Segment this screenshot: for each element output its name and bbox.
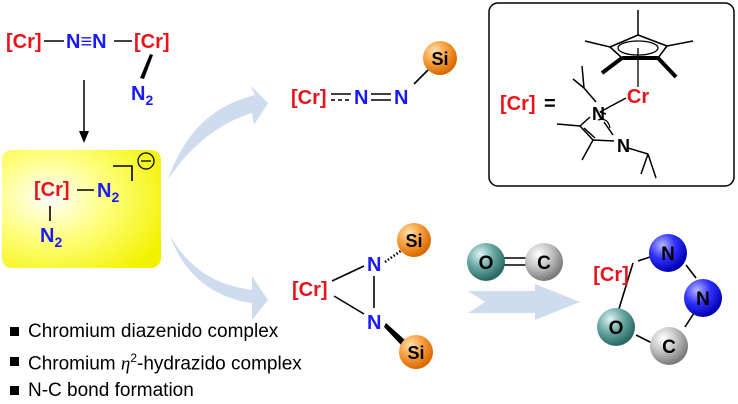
reaction-arrow — [468, 284, 580, 320]
c-label: C — [537, 253, 551, 274]
cr-label: [Cr] — [593, 264, 629, 286]
bullet-item: Chromium diazenido complex — [10, 318, 302, 345]
cr-label: [Cr] — [6, 31, 42, 53]
summary-bullet-list: Chromium diazenido complex Chromium η2-h… — [10, 318, 302, 404]
c-label: C — [662, 337, 676, 358]
n-label: N — [592, 104, 605, 124]
n-label: N — [617, 136, 630, 156]
highlight-box — [2, 150, 161, 268]
n2-label: N2 — [131, 83, 153, 108]
n-label: N — [367, 254, 381, 276]
cr-label: [Cr] — [292, 279, 328, 301]
bullet-item: Chromium η2-hydrazido complex — [10, 345, 302, 377]
cr-label: [Cr] — [291, 87, 327, 109]
down-arrow — [79, 80, 89, 143]
si-label: Si — [405, 231, 422, 251]
si-label: Si — [431, 49, 448, 69]
n-label: N — [354, 87, 368, 109]
n-label: N — [661, 244, 675, 265]
bullet-square-icon — [10, 356, 19, 366]
o-atom — [597, 308, 635, 346]
n-atom — [684, 279, 722, 317]
o-atom — [467, 243, 505, 281]
bullet-text: N-C bond formation — [28, 380, 194, 402]
curved-arrow-down — [170, 235, 268, 320]
hydrazido-complex: [Cr] N N Si Si — [292, 223, 433, 369]
anionic-complex-box: [Cr] N2 N2 — [2, 150, 161, 268]
dinitrogen-bridged-complex: [Cr] N≡N [Cr] N2 — [6, 31, 170, 108]
cr-definition-box: [Cr] = Cr N N — [488, 2, 735, 187]
c-atom — [650, 327, 688, 365]
n2-label: N2 — [97, 180, 119, 205]
hashed-bond — [384, 248, 403, 264]
curved-arrow-up — [168, 85, 268, 180]
cr-label: [Cr] — [134, 31, 170, 53]
negative-charge-icon — [137, 152, 155, 170]
n2-label: N2 — [40, 225, 62, 250]
o-label: O — [479, 253, 494, 274]
wedge-bond — [384, 323, 405, 345]
bullet-square-icon — [10, 327, 19, 336]
wedge-bond — [140, 54, 153, 79]
metallacycle-product: [Cr] N N O C — [593, 234, 722, 365]
bracket — [113, 165, 133, 181]
n-label: N — [696, 289, 710, 310]
bullet-text: Chromium diazenido complex — [28, 321, 279, 342]
si-atom — [397, 223, 431, 257]
bullet-item: N-C bond formation — [10, 377, 302, 404]
si-label: Si — [407, 343, 424, 363]
legend-frame — [488, 2, 735, 187]
cr-label: [Cr] — [500, 93, 536, 115]
diazenido-complex: [Cr] N N Si — [291, 41, 457, 109]
o-label: O — [609, 318, 624, 339]
nhc-ligand: N N — [556, 65, 657, 179]
co-molecule: O C — [467, 243, 563, 281]
n-label: N — [394, 87, 408, 109]
n-atom — [649, 234, 687, 272]
si-atom — [423, 41, 457, 75]
cr-metal-label: Cr — [627, 86, 649, 108]
equals-sign: = — [544, 93, 556, 115]
bullet-text: Chromium η2-hydrazido complex — [28, 351, 302, 375]
n-triple-n: N≡N — [66, 31, 107, 53]
cp-star-ligand — [584, 10, 694, 87]
c-atom — [525, 243, 563, 281]
bullet-square-icon — [10, 386, 19, 396]
si-atom — [399, 335, 433, 369]
cr-label: [Cr] — [34, 179, 70, 201]
n-label: N — [367, 312, 381, 334]
